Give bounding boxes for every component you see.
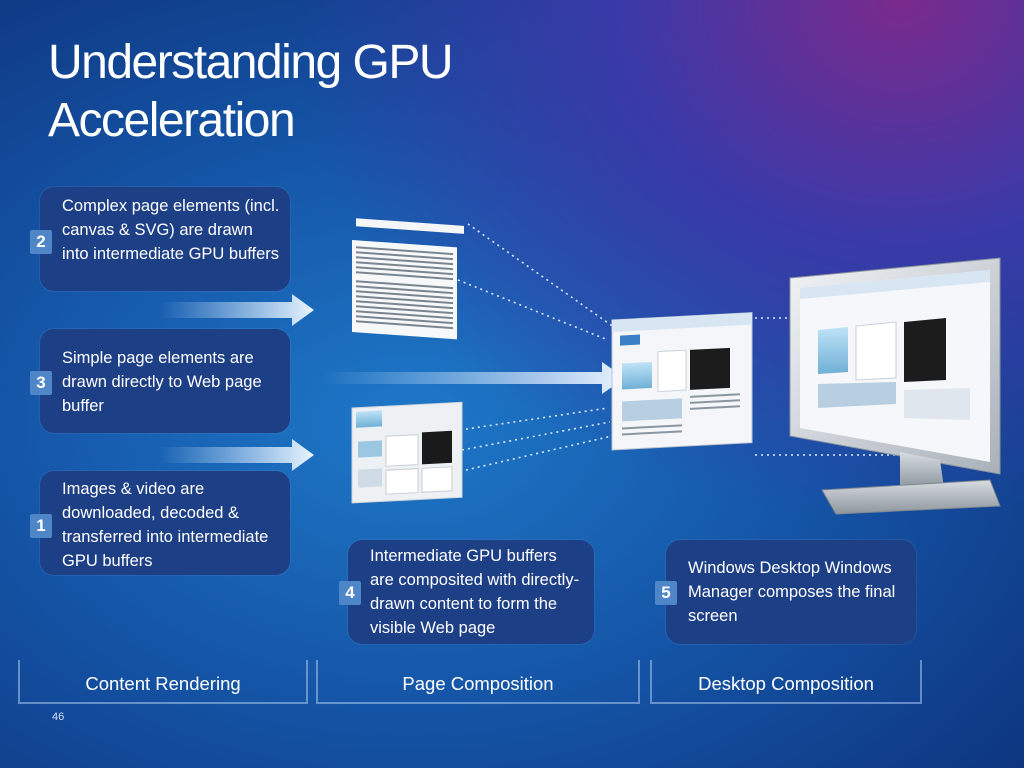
stage-label-desktop-composition: Desktop Composition (698, 673, 874, 694)
arrow-images (160, 439, 314, 471)
stage-bracket-page (316, 660, 640, 704)
step-4-text: Intermediate GPU buffers are composited … (370, 547, 580, 637)
flow-arrows (160, 294, 625, 471)
stage-bracket-desktop (650, 660, 922, 704)
step-3-text: Simple page elements are drawn directly … (62, 349, 262, 415)
step-1-box: Images & video are downloaded, decoded &… (40, 471, 290, 575)
web-page-buffer (351, 401, 463, 504)
step-3-badge: 3 (30, 371, 52, 395)
stage-bracket-content (18, 660, 308, 704)
step-4-box: Intermediate GPU buffers are composited … (348, 540, 594, 644)
step-1-text: Images & video are downloaded, decoded &… (62, 480, 269, 570)
step-2-badge: 2 (30, 230, 52, 254)
step-2-box: Complex page elements (incl. canvas & SV… (40, 187, 290, 291)
arrow-complex (160, 294, 314, 326)
step-5-box: Windows Desktop Windows Manager composes… (666, 540, 916, 644)
arrow-simple (322, 362, 625, 394)
step-2-text: Complex page elements (incl. canvas & SV… (62, 197, 280, 263)
dotted-connectors (457, 223, 948, 471)
composited-browser (611, 312, 753, 451)
step-4-badge: 4 (339, 581, 361, 605)
stage-label-content-rendering: Content Rendering (85, 673, 241, 694)
gpu-text-buffer (352, 218, 464, 340)
monitor-illustration (789, 257, 1001, 515)
page-number: 46 (52, 711, 65, 723)
stage-label-page-composition: Page Composition (402, 673, 554, 694)
slide-title: Understanding GPU Acceleration (48, 36, 454, 147)
step-5-text: Windows Desktop Windows Manager composes… (688, 559, 896, 625)
step-1-badge: 1 (30, 514, 52, 538)
step-5-badge: 5 (655, 581, 677, 605)
step-3-box: Simple page elements are drawn directly … (40, 329, 290, 433)
